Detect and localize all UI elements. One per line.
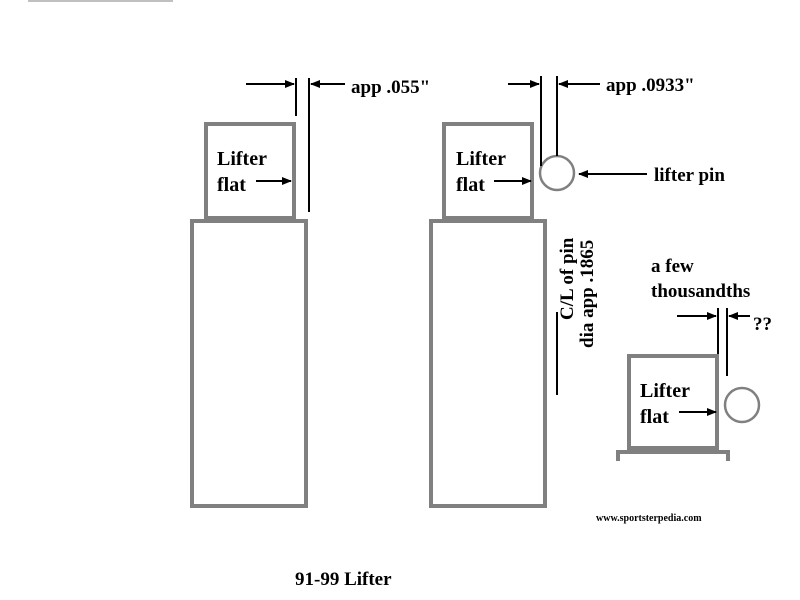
left-lifter: Lifter flat app .055" bbox=[190, 77, 430, 508]
right-lifter-label-line1: Lifter bbox=[640, 380, 690, 402]
middle-lifter-flat-block bbox=[442, 122, 534, 220]
right-note-line2: thousandths bbox=[651, 281, 750, 302]
left-lifter-label-line1: Lifter bbox=[217, 148, 267, 170]
lifter-pin-label: lifter pin bbox=[654, 165, 725, 186]
pin-centerline-label-line1: C/L of pin bbox=[557, 237, 578, 320]
right-lifter-flat-block bbox=[627, 354, 719, 450]
middle-lifter-body bbox=[429, 219, 547, 508]
diagram-caption: 91-99 Lifter bbox=[295, 569, 392, 590]
left-gap-label: app .055" bbox=[351, 77, 430, 98]
middle-lifter-label-line1: Lifter bbox=[456, 148, 506, 170]
right-lifter-pin bbox=[723, 386, 761, 424]
middle-lifter: Lifter flat lifter pin app .0933" C/L of… bbox=[429, 75, 725, 508]
right-lifter-label-line2: flat bbox=[640, 406, 669, 428]
left-lifter-flat-block bbox=[204, 122, 296, 220]
header-bar-remnant bbox=[28, 0, 173, 2]
right-question-mark: ?? bbox=[753, 314, 772, 335]
right-note-line1: a few bbox=[651, 256, 694, 277]
left-lifter-label-line2: flat bbox=[217, 174, 246, 196]
watermark: www.sportsterpedia.com bbox=[596, 513, 702, 524]
middle-lifter-label-line2: flat bbox=[456, 174, 485, 196]
lifter-pin bbox=[538, 154, 576, 192]
left-lifter-body bbox=[190, 219, 308, 508]
middle-gap-label: app .0933" bbox=[606, 75, 695, 96]
right-detail: Lifter flat a few thousandths ?? bbox=[616, 256, 772, 461]
pin-centerline-label-line2: dia app .1865 bbox=[577, 240, 598, 348]
